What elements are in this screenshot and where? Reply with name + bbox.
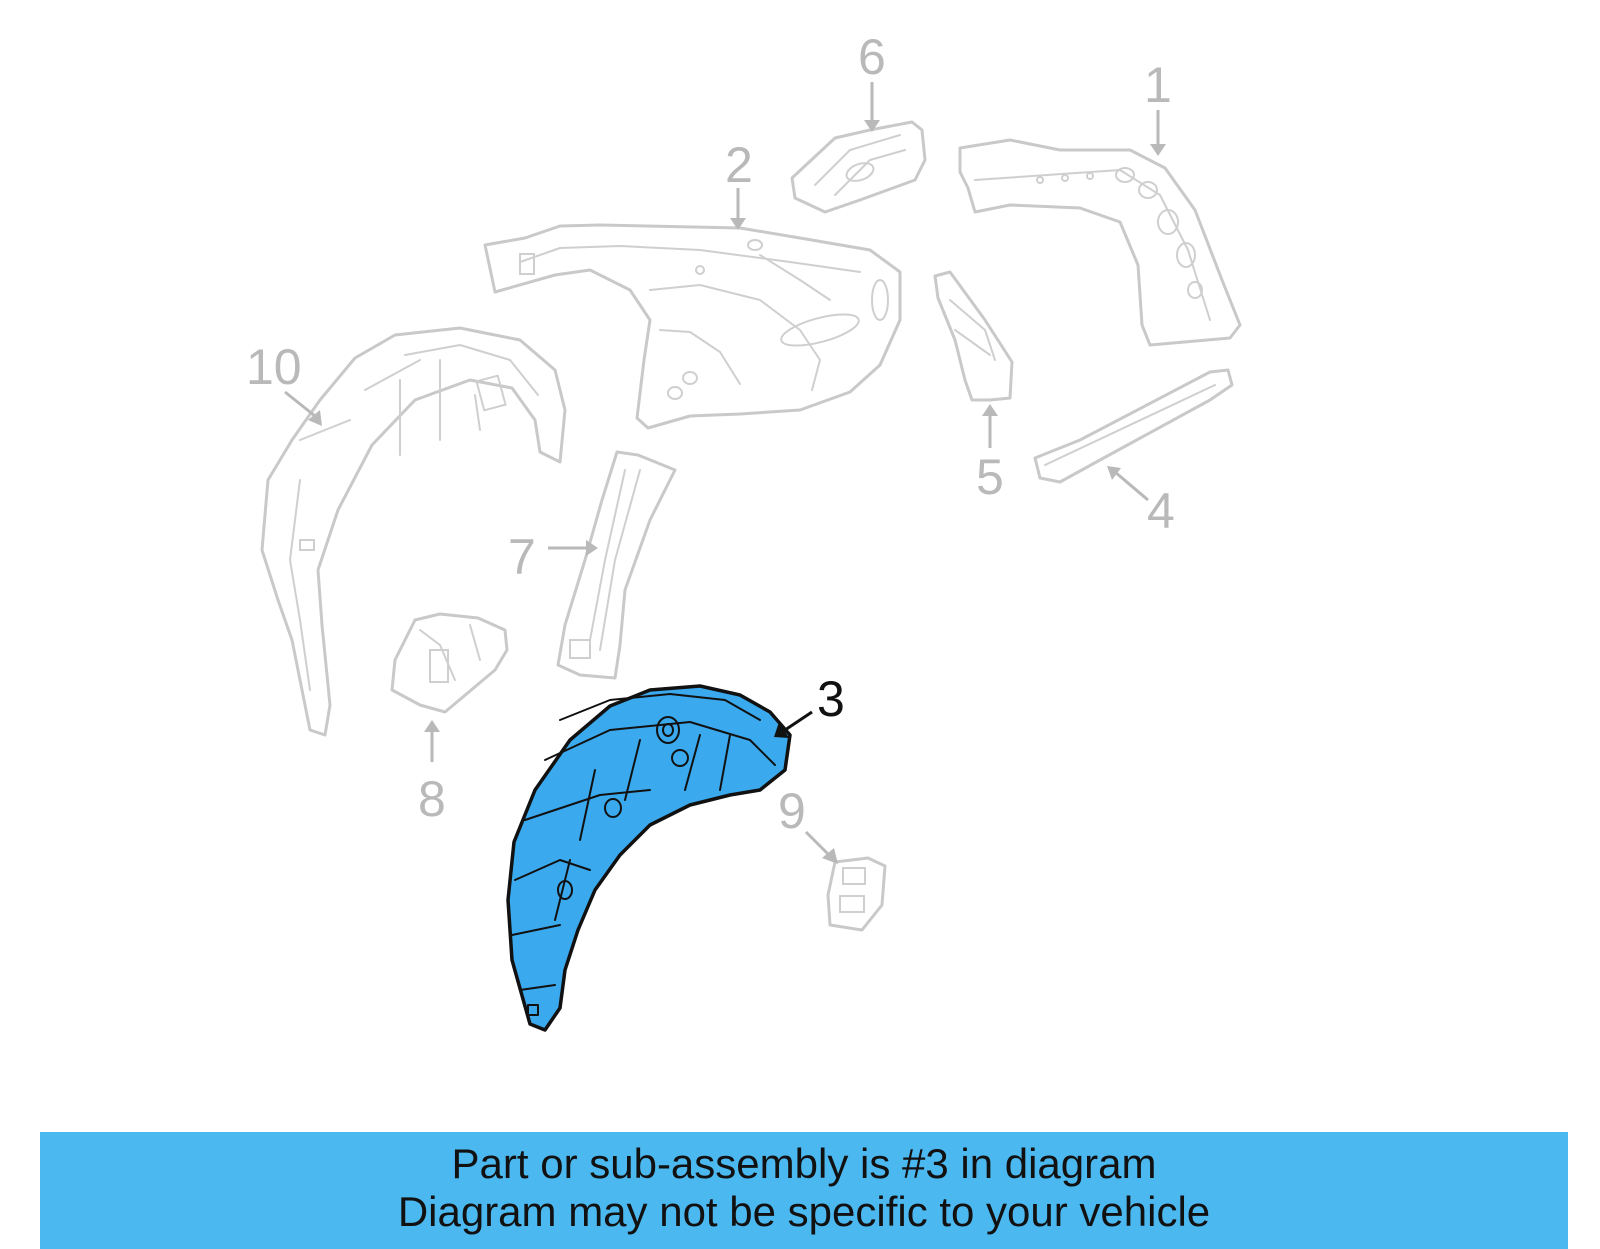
callout-label-5: 5	[976, 449, 1004, 505]
callout-label-2: 2	[725, 137, 753, 193]
part-9[interactable]	[826, 856, 887, 932]
callout-label-10: 10	[246, 339, 302, 395]
info-banner: Part or sub-assembly is #3 in diagram Di…	[40, 1132, 1568, 1249]
callout-7: 7	[508, 529, 598, 585]
callout-label-1: 1	[1144, 57, 1172, 113]
callout-2: 2	[725, 137, 753, 230]
part-1[interactable]	[958, 138, 1242, 347]
callout-label-3: 3	[817, 671, 845, 727]
callout-6: 6	[858, 29, 886, 132]
callout-9: 9	[778, 783, 838, 864]
part-4[interactable]	[1033, 368, 1234, 484]
part-7[interactable]	[556, 450, 677, 680]
banner-line-part: Part or sub-assembly is #3 in diagram	[451, 1140, 1157, 1187]
callout-label-9: 9	[778, 783, 806, 839]
callout-label-8: 8	[418, 771, 446, 827]
callout-4: 4	[1107, 466, 1175, 539]
parts-diagram: 1 2 3 4 5 6 7 8 9 10	[246, 29, 1242, 1032]
part-2[interactable]	[483, 223, 902, 430]
callout-3: 3	[774, 671, 845, 738]
callout-label-6: 6	[858, 29, 886, 85]
part-6[interactable]	[790, 120, 927, 214]
callout-1: 1	[1144, 57, 1172, 156]
callout-8: 8	[418, 720, 446, 827]
callout-label-4: 4	[1147, 483, 1175, 539]
banner-line-disclaimer: Diagram may not be specific to your vehi…	[397, 1188, 1211, 1235]
part-5[interactable]	[933, 270, 1014, 402]
callout-5: 5	[976, 404, 1004, 505]
callout-label-7: 7	[508, 529, 536, 585]
part-8[interactable]	[390, 612, 509, 714]
callout-10: 10	[246, 339, 322, 426]
part-3-highlighted[interactable]	[506, 684, 792, 1032]
part-10[interactable]	[260, 326, 567, 737]
